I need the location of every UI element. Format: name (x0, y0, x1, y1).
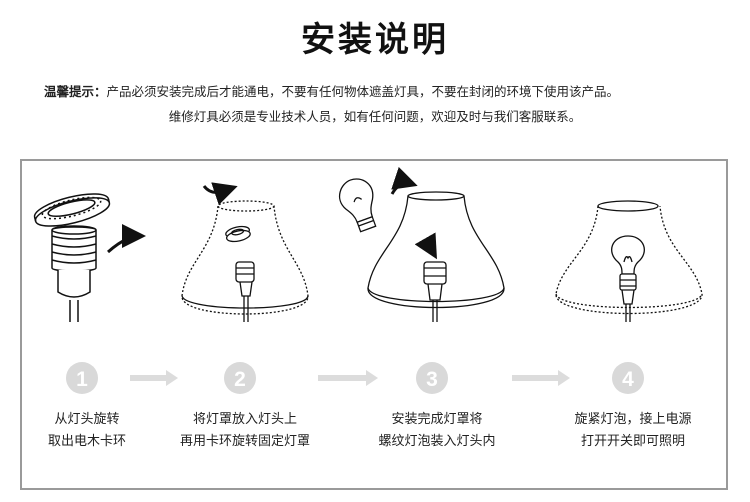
lamp-holder-ring-removal-icon (33, 193, 146, 322)
page-title: 安装说明 (301, 20, 449, 60)
instructions-frame (20, 159, 728, 490)
step-4-number: 4 (622, 368, 634, 391)
step-3-caption: 安装完成灯罩将 螺纹灯泡装入灯头内 (352, 409, 522, 453)
notice-text-1: 产品必须安装完成后才能通电，不要有任何物体遮盖灯具，不要在封闭的环境下使用该产品… (106, 84, 620, 99)
step-1-caption: 从灯头旋转 取出电木卡环 (2, 409, 172, 453)
step-4-circle (612, 362, 644, 394)
step-number-circles: 1 2 3 4 (66, 362, 644, 394)
step-1-caption-line-1: 从灯头旋转 (54, 412, 120, 427)
lamp-lit-icon (555, 200, 703, 322)
step-3-caption-line-1: 安装完成灯罩将 (391, 412, 483, 427)
step-2-caption-line-2: 再用卡环旋转固定灯罩 (179, 434, 310, 449)
step-arrows (130, 370, 570, 386)
step-1-circle (66, 362, 98, 394)
notice-line-2: 维修灯具必须是专业技术人员，如有任何问题，欢迎及时与我们客服联系。 (168, 109, 582, 124)
step-3-caption-line-2: 螺纹灯泡装入灯头内 (378, 434, 496, 449)
step-arrow-icon (512, 370, 570, 386)
step-arrow-icon (130, 370, 178, 386)
step-2-caption: 将灯罩放入灯头上 再用卡环旋转固定灯罩 (160, 409, 330, 453)
step-arrow-icon (318, 370, 378, 386)
step-4-caption: 旋紧灯泡，接上电源 打开开关即可照明 (548, 409, 718, 453)
step-2-circle (224, 362, 256, 394)
lampshade-fitting-icon (181, 182, 309, 322)
step-3-number: 3 (426, 368, 438, 391)
step-2-number: 2 (234, 368, 246, 391)
step-4-caption-line-2: 打开开关即可照明 (580, 434, 685, 449)
step-1-number: 1 (76, 368, 88, 391)
step-1-caption-line-2: 取出电木卡环 (47, 434, 126, 449)
bulb-insertion-icon (338, 166, 505, 322)
notice-label: 温馨提示： (44, 84, 107, 99)
step-3-circle (416, 362, 448, 394)
step-2-caption-line-1: 将灯罩放入灯头上 (192, 412, 297, 427)
step-4-caption-line-1: 旋紧灯泡，接上电源 (574, 412, 692, 427)
